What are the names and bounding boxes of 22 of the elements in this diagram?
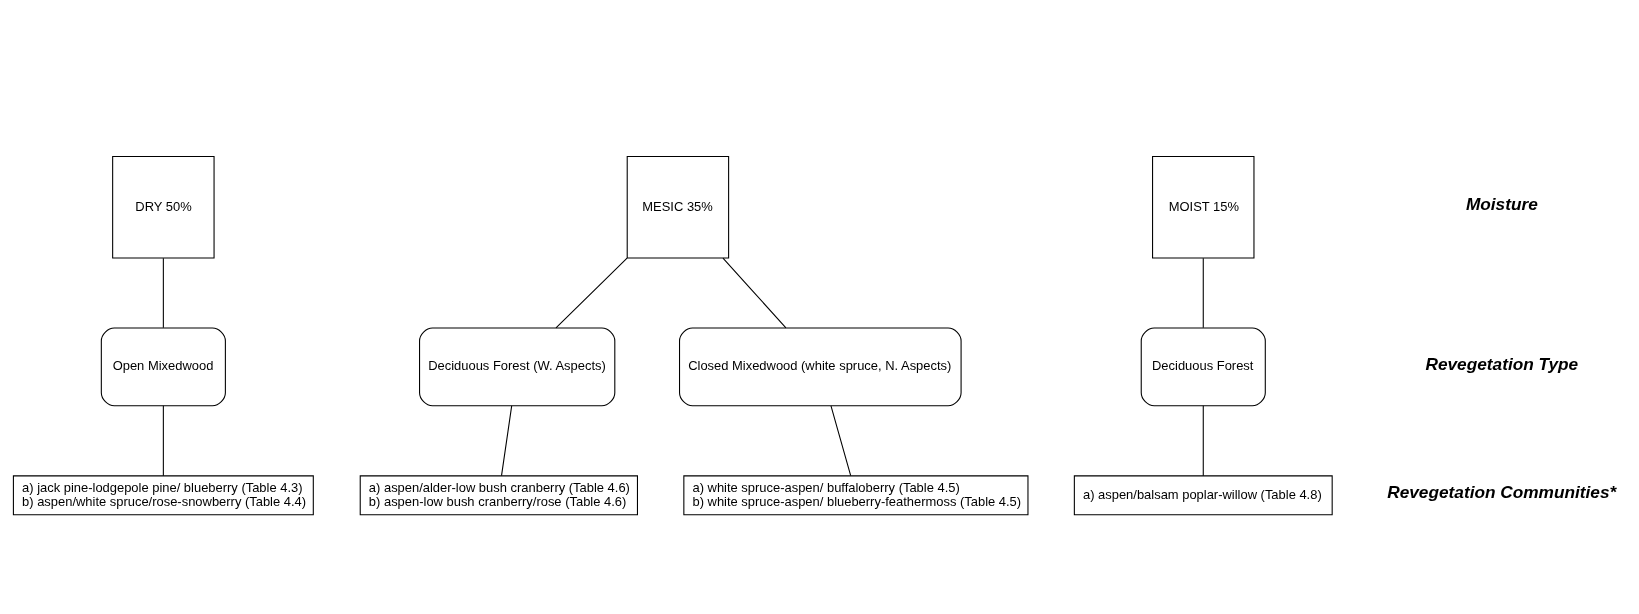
connector [162, 405, 164, 477]
connector [1202, 405, 1204, 477]
connector [722, 257, 787, 329]
connector [501, 405, 513, 477]
label: Revegetation Type [1425, 353, 1579, 374]
node-box: Deciduous Forest (W. Aspects) [419, 327, 616, 407]
connector [830, 405, 852, 477]
node-box: a) white spruce-aspen/ buffaloberry (Table 4.5) b) white spruce-aspen/ blueberry-feathermoss (Table 4.5) [683, 475, 1029, 516]
node-box: DRY 50% [112, 156, 215, 259]
node-box: Open Mixedwood [100, 327, 226, 407]
node-box: a) aspen/alder-low bush cranberry (Table 4.6) b) aspen-low bush cranberry/rose (Table 4.6) [359, 475, 638, 516]
node-box: a) jack pine-lodgepole pine/ blueberry (Table 4.3) b) aspen/white spruce/rose-snowberry (Table 4.4) [12, 475, 314, 516]
label: Moisture [1465, 194, 1538, 215]
connector [162, 257, 164, 329]
node-box: a) aspen/balsam poplar-willow (Table 4.8) [1073, 475, 1333, 516]
connector [555, 257, 628, 329]
node-box: MESIC 35% [626, 156, 730, 259]
node-box: Closed Mixedwood (white spruce, N. Aspects) [679, 327, 962, 407]
node-box: MOIST 15% [1152, 156, 1255, 259]
connector [1202, 257, 1204, 329]
label: Revegetation Communities* [1387, 482, 1617, 503]
node-box: Deciduous Forest [1140, 327, 1266, 407]
